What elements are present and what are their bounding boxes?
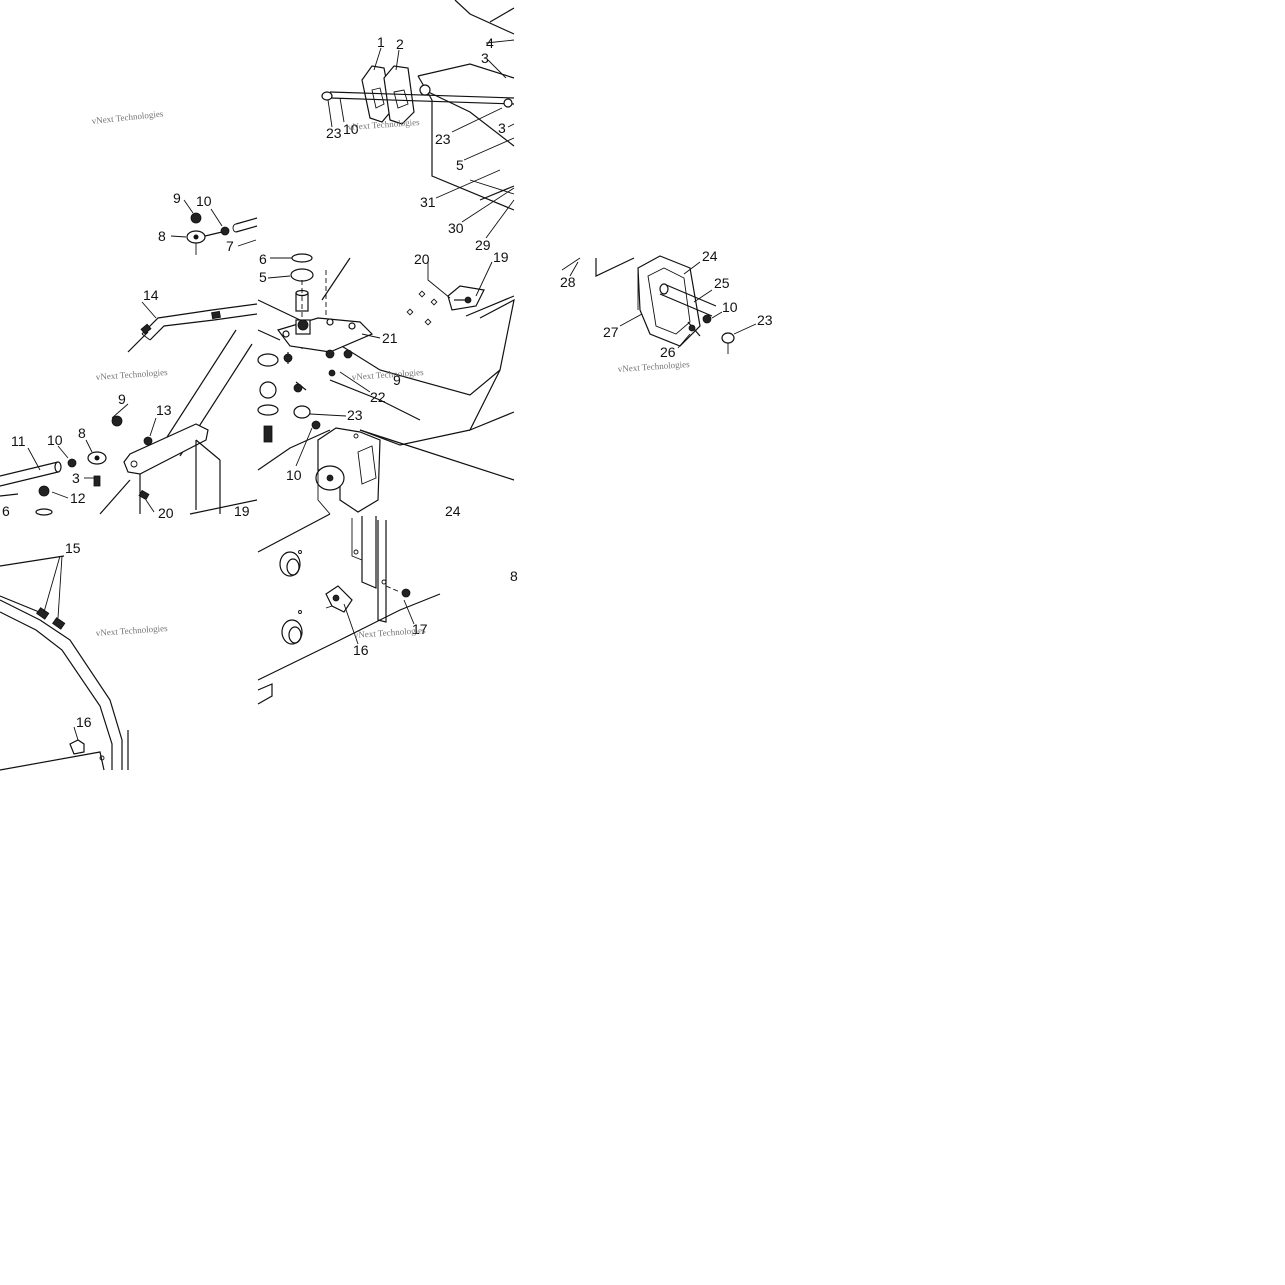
callout-14: 14 [143,287,159,303]
callout-22: 22 [370,389,386,405]
callout-10: 10 [47,432,63,448]
callout-2: 2 [396,36,404,52]
callout-30: 30 [448,220,464,236]
callout-12: 12 [70,490,86,506]
tile-column-support: 17 16 8 [257,513,518,705]
callout-10: 10 [722,299,738,315]
callout-23: 23 [757,312,773,328]
tile-steering-stop: 28 24 25 10 23 27 26 [560,248,773,360]
callout-5: 5 [456,157,464,173]
callout-6: 6 [259,251,267,267]
callout-3: 3 [72,470,80,486]
callout-5: 5 [259,269,267,285]
callout-3: 3 [498,120,506,136]
callout-17: 17 [412,621,428,637]
callout-11: 11 [11,433,26,449]
callout-26: 26 [660,344,676,360]
callout-1: 1 [377,34,385,50]
tile-steering-post-mount: 6 5 20 19 21 9 22 23 10 24 [257,249,515,519]
callout-25: 25 [714,275,730,291]
callout-24: 24 [445,503,461,519]
callout-9: 9 [173,190,181,206]
callout-8: 8 [510,568,518,584]
watermark: vNext Technologies [95,623,168,638]
tile-steering-linkage: 14 9 13 11 10 8 3 12 6 20 19 [0,287,258,521]
watermark-layer: vNext Technologies vNext Technologies vN… [91,108,690,640]
callout-21: 21 [382,330,398,346]
callout-10: 10 [286,467,302,483]
watermark: vNext Technologies [347,117,420,132]
callout-7: 7 [226,238,234,254]
watermark: vNext Technologies [91,108,164,126]
callout-9: 9 [118,391,126,407]
callout-15: 15 [65,540,81,556]
callout-23: 23 [435,131,451,147]
watermark: vNext Technologies [617,359,690,374]
callout-19: 19 [234,503,250,519]
callout-8: 8 [78,425,86,441]
callout-4: 4 [486,35,494,51]
callout-8: 8 [158,228,166,244]
callout-10: 10 [196,193,212,209]
tile-steering-column-upper: 1 2 4 3 23 10 23 3 5 31 30 29 [321,0,515,253]
callout-20: 20 [414,251,430,267]
callout-10: 10 [343,121,359,137]
callout-24: 24 [702,248,718,264]
callout-16: 16 [76,714,92,730]
callout-23: 23 [347,407,363,423]
callout-16: 16 [353,642,369,658]
callout-9: 9 [393,372,401,388]
callout-31: 31 [420,194,436,210]
callout-28: 28 [560,274,576,290]
callout-3: 3 [481,50,489,66]
tile-handlebar: 15 16 [0,540,129,771]
callout-6: 6 [2,503,10,519]
callout-27: 27 [603,324,619,340]
tile-tie-rod-end: 9 10 8 7 [158,190,258,255]
watermark: vNext Technologies [95,367,168,382]
callout-20: 20 [158,505,174,521]
callout-13: 13 [156,402,172,418]
callout-29: 29 [475,237,491,253]
callout-23: 23 [326,125,342,141]
callout-19: 19 [493,249,509,265]
